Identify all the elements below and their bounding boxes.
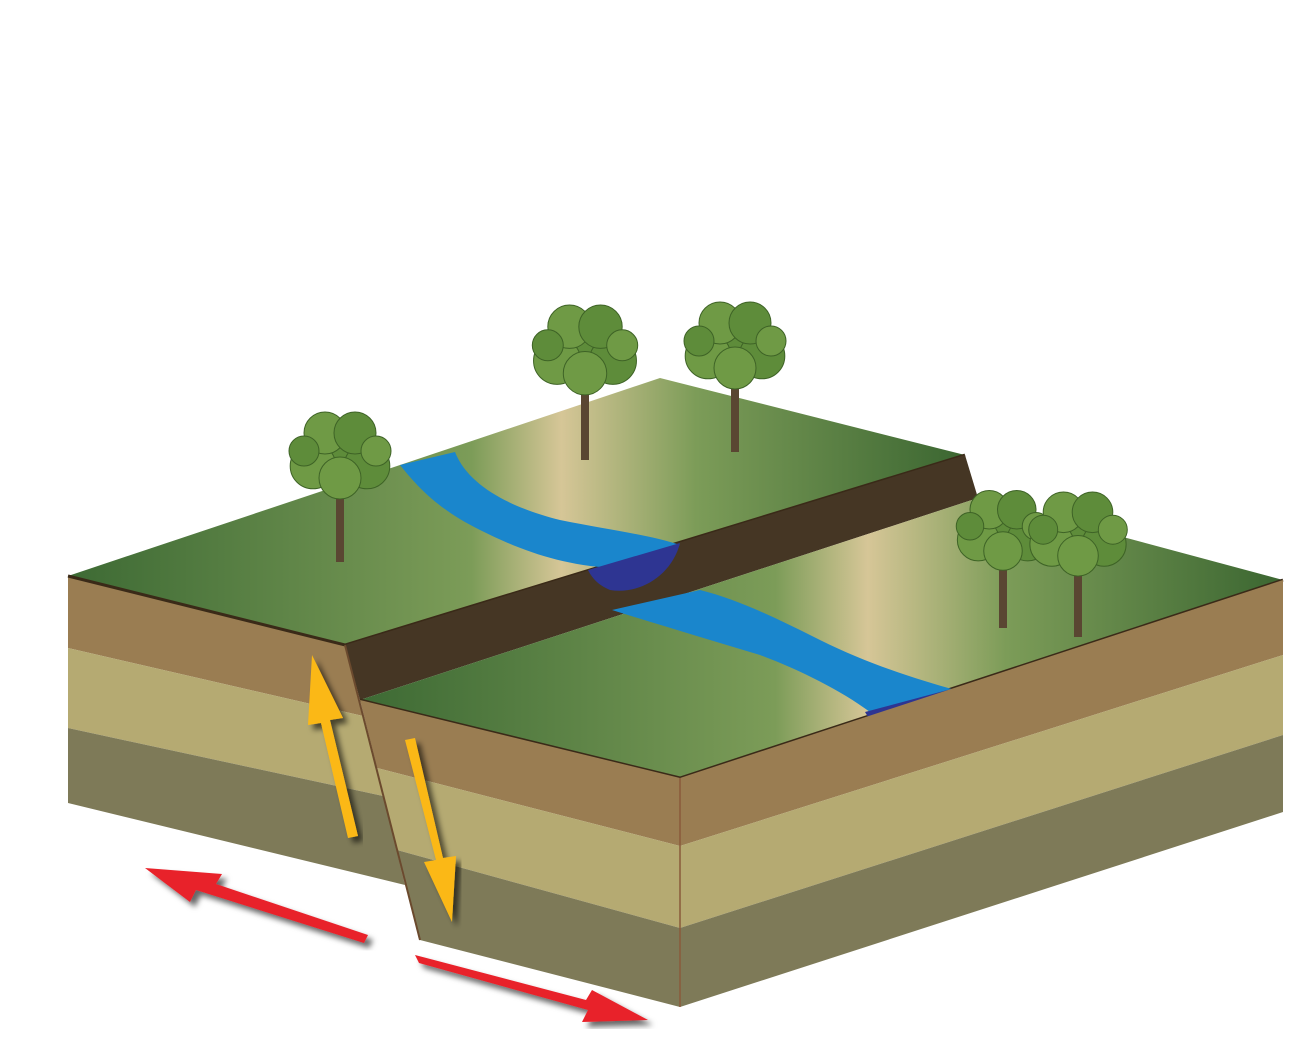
fault-scarp [345,455,978,700]
tree-icon [955,490,1051,628]
tree-foliage [983,531,1023,571]
tree-foliage [531,329,564,362]
tree-trunk [336,496,344,562]
lower-block-front-face [360,700,680,1007]
tree-foliage [683,325,715,357]
lower-block-side-face [680,580,1283,1007]
arrow-left [145,868,368,943]
layer-middle [68,648,383,796]
tree-trunk [1074,573,1082,637]
river-upper [400,452,680,568]
tree-foliage [288,435,320,467]
tree-foliage [955,512,985,541]
arrow-up [308,655,358,838]
tree-icon [531,304,639,460]
tree-foliage [713,346,757,390]
river-upper-section [588,543,680,591]
layer-bottom [680,735,1283,1007]
tree-foliage [1097,514,1128,545]
fault-line [344,644,421,941]
tree-foliage [1028,514,1059,545]
lower-block-surface [360,498,1283,778]
river-lower [612,590,955,712]
trees [288,301,1128,637]
tree-foliage [562,351,608,396]
tree-foliage [318,456,362,500]
layer-top [68,576,363,716]
tree-foliage [755,325,787,357]
tree-trunk [581,391,589,460]
tree-trunk [731,386,739,452]
arrow-right [415,955,648,1022]
tree-icon [288,411,392,562]
upper-block-front-face [68,576,405,885]
tree-icon [1028,491,1128,637]
layer-top [360,700,680,846]
layer-middle [377,768,680,928]
layer-top [680,580,1283,846]
arrow-down [405,738,456,922]
tree-foliage [606,329,639,362]
layer-bottom [397,850,680,1007]
tree-trunk [999,567,1007,628]
layer-middle [680,655,1283,928]
tree-icon [683,301,787,452]
tree-foliage [360,435,392,467]
tree-foliage [1057,535,1099,577]
layer-bottom [68,728,405,885]
